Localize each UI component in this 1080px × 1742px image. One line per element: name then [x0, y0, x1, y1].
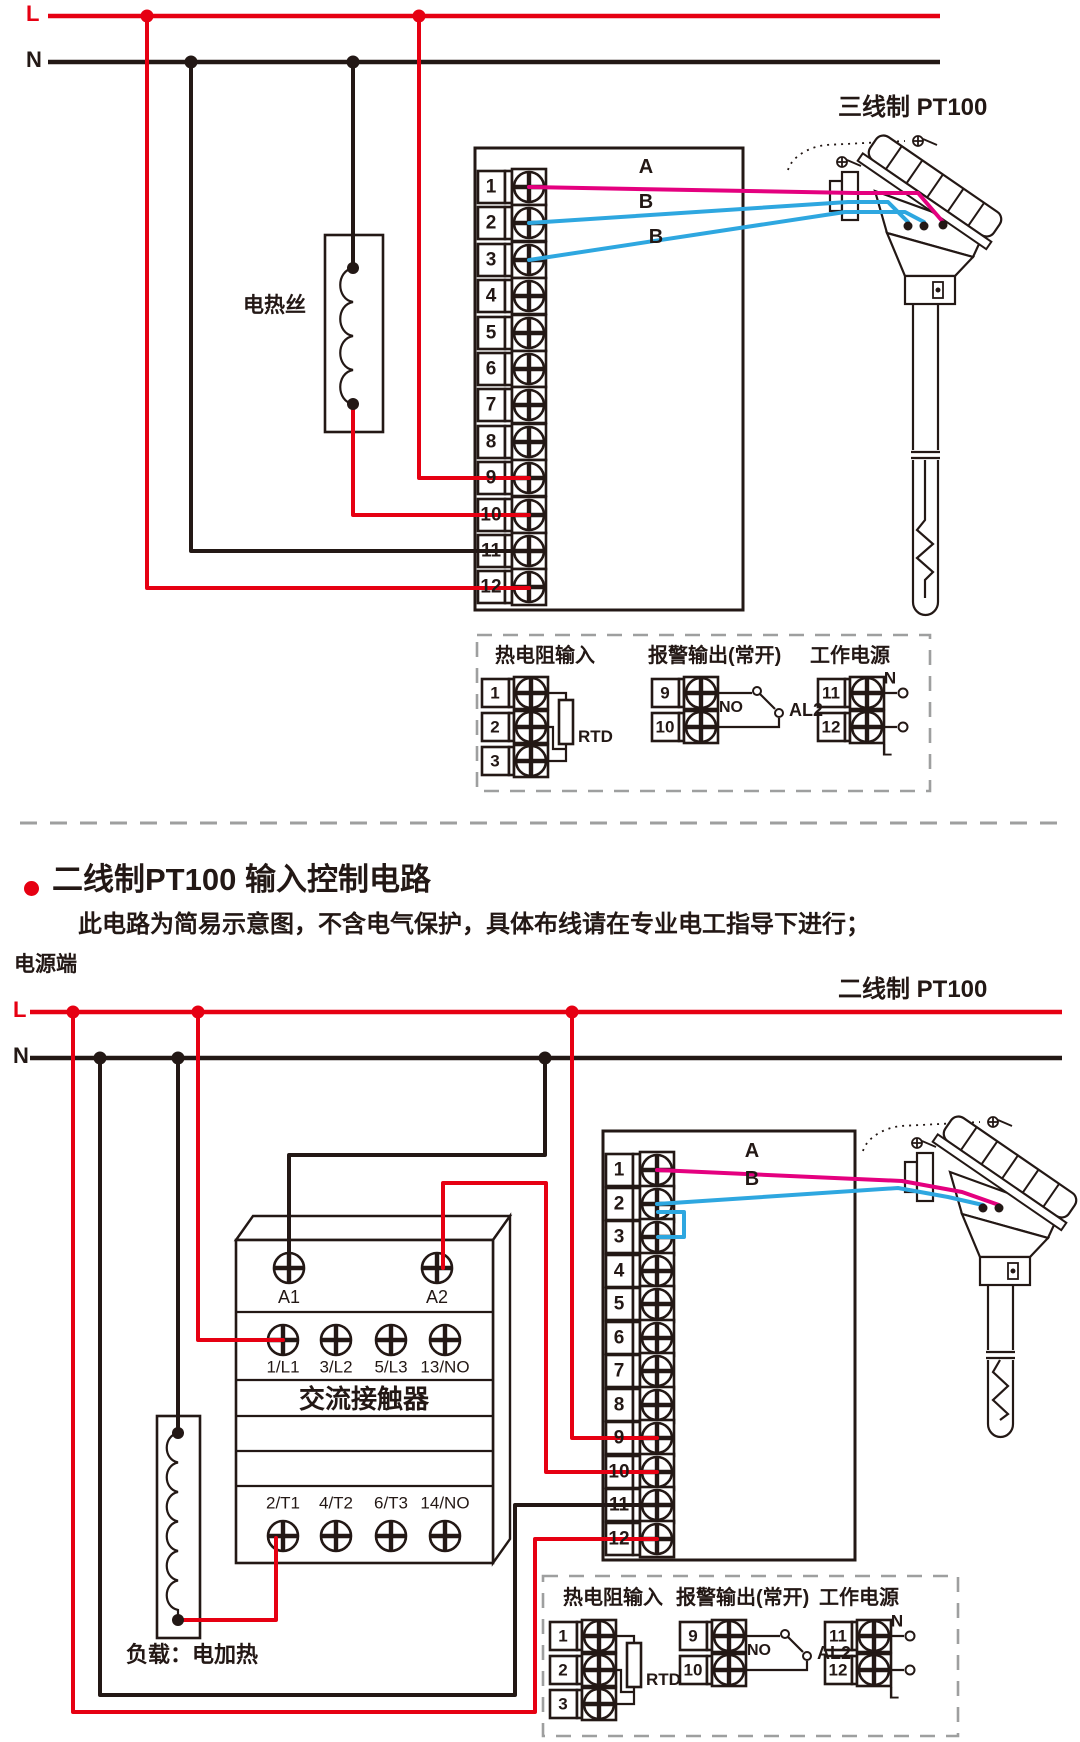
- bottom-legend-t11: 11: [829, 1626, 847, 1646]
- top-legend: [475, 633, 932, 793]
- top-line-n-label: N: [26, 47, 42, 72]
- bottom-legend: [541, 1574, 960, 1738]
- bottom-terminal-2: 2: [613, 1193, 625, 1215]
- top-legend-alarm-title: 报警输出(常开): [648, 645, 782, 667]
- top-legend-t11: 11: [822, 683, 840, 703]
- bottom-terminal-4: 4: [613, 1260, 625, 1282]
- top-wire-b1-label: B: [638, 191, 654, 213]
- bottom-legend-no-label: NO: [747, 1642, 771, 1659]
- power-side-label: 电源端: [14, 953, 77, 976]
- contactor-a1-label: A1: [277, 1287, 301, 1307]
- bottom-legend-n-label: N: [890, 1611, 904, 1631]
- top-terminal-11: 11: [480, 540, 502, 562]
- top-terminal-5: 5: [485, 322, 497, 344]
- bottom-legend-t12: 12: [828, 1660, 848, 1680]
- bottom-sensor-label: 二线制 PT100: [838, 976, 988, 1003]
- bottom-terminal-5: 5: [613, 1293, 625, 1315]
- top-terminal-8: 8: [485, 431, 497, 453]
- contactor-13no-label: 13/NO: [420, 1357, 470, 1377]
- bottom-line-l-label: L: [13, 997, 27, 1022]
- top-legend-t2: 2: [490, 717, 500, 737]
- bottom-line-n-label: N: [13, 1043, 29, 1068]
- contactor-6t3-label: 6/T3: [373, 1493, 409, 1513]
- bottom-terminal-7: 7: [613, 1360, 625, 1382]
- bottom-circuit: [30, 1005, 1080, 1738]
- top-terminal-3: 3: [485, 249, 497, 271]
- top-legend-t1: 1: [490, 683, 500, 703]
- contactor-14no-label: 14/NO: [420, 1493, 470, 1513]
- top-terminal-4: 4: [485, 285, 497, 307]
- bottom-terminal-6: 6: [613, 1327, 625, 1349]
- top-terminal-1: 1: [485, 176, 497, 198]
- top-sensor-probe: [911, 304, 940, 617]
- bottom-legend-al2-label: AL2: [816, 1643, 852, 1663]
- top-terminal-6: 6: [485, 358, 497, 380]
- bottom-legend-power-title: 工作电源: [819, 1587, 899, 1609]
- contactor-name: 交流接触器: [298, 1384, 430, 1414]
- heading-bullet-icon: [24, 881, 39, 896]
- contactor: [233, 1212, 513, 1567]
- section-title: 二线制PT100 输入控制电路: [52, 862, 431, 897]
- bottom-legend-rtd-label: RTD: [646, 1670, 681, 1689]
- bottom-legend-t2: 2: [558, 1660, 568, 1680]
- top-sensor-label: 三线制 PT100: [838, 94, 988, 121]
- contactor-a2-label: A2: [425, 1287, 449, 1307]
- contactor-2t1-label: 2/T1: [265, 1493, 301, 1513]
- bottom-wire-b-label: B: [744, 1168, 760, 1190]
- load-box: [155, 1414, 202, 1640]
- top-legend-rtd-title: 热电阻输入: [495, 645, 595, 667]
- bottom-legend-alarm-title: 报警输出(常开): [676, 1587, 810, 1609]
- bottom-wire-a-label: A: [744, 1140, 760, 1162]
- load-label: 负载：电加热: [126, 1642, 259, 1667]
- contactor-5l3-label: 5/L3: [374, 1357, 408, 1377]
- top-circuit: [48, 9, 1009, 793]
- top-legend-n-label: N: [883, 668, 897, 688]
- contactor-1l1-label: 1/L1: [266, 1357, 300, 1377]
- bottom-legend-rtd-title: 热电阻输入: [563, 1587, 663, 1609]
- bottom-terminal-10: 10: [608, 1461, 630, 1483]
- top-legend-t3: 3: [490, 751, 500, 771]
- top-legend-t9: 9: [660, 683, 670, 703]
- top-legend-t10: 10: [655, 717, 675, 737]
- top-legend-power-title: 工作电源: [810, 645, 890, 667]
- bottom-legend-t3: 3: [558, 1694, 568, 1714]
- top-legend-rtd-label: RTD: [578, 727, 613, 746]
- top-legend-l-label: L: [881, 740, 893, 760]
- bottom-legend-t1: 1: [558, 1626, 568, 1646]
- bottom-legend-t9: 9: [688, 1626, 698, 1646]
- bottom-terminal-1: 1: [613, 1159, 625, 1181]
- heater-label: 电热丝: [243, 294, 306, 317]
- top-terminal-7: 7: [485, 394, 497, 416]
- top-terminal-2: 2: [485, 212, 497, 234]
- bottom-terminal-12: 12: [608, 1528, 630, 1550]
- contactor-4t2-label: 4/T2: [318, 1493, 354, 1513]
- bottom-legend-t10: 10: [683, 1660, 703, 1680]
- top-line-l-label: L: [26, 1, 40, 26]
- top-wire-a-label: A: [638, 156, 654, 178]
- top-terminal-10: 10: [480, 504, 502, 526]
- top-legend-t12: 12: [821, 717, 841, 737]
- bottom-terminal-11: 11: [608, 1494, 630, 1516]
- bottom-terminal-3: 3: [613, 1226, 625, 1248]
- top-legend-no-label: NO: [719, 699, 743, 716]
- top-legend-al2-label: AL2: [788, 700, 824, 720]
- top-wire-b2-label: B: [648, 226, 664, 248]
- bottom-terminal-9: 9: [613, 1427, 625, 1449]
- section-subtitle: 此电路为简易示意图，不含电气保护，具体布线请在专业电工指导下进行；: [78, 911, 870, 938]
- top-terminal-9: 9: [485, 467, 497, 489]
- bottom-legend-l-label: L: [888, 1683, 900, 1703]
- contactor-3l2-label: 3/L2: [319, 1357, 353, 1377]
- bottom-sensor-probe: [986, 1285, 1015, 1439]
- bottom-terminal-8: 8: [613, 1394, 625, 1416]
- top-terminal-12: 12: [480, 576, 502, 598]
